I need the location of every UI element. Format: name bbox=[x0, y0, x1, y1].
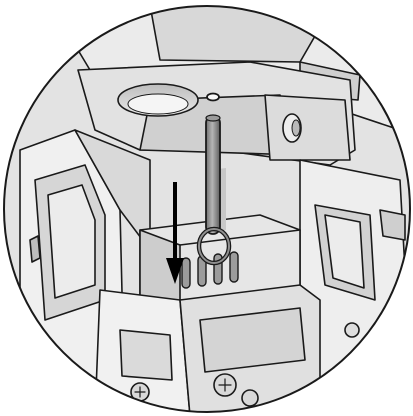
bolt-slot bbox=[134, 386, 146, 398]
rear-housing-face bbox=[149, 6, 331, 63]
bore-hole-inner bbox=[127, 93, 189, 115]
pin-shaft bbox=[205, 115, 221, 235]
slot bbox=[181, 257, 191, 289]
pin-with-pull-ring bbox=[196, 114, 232, 266]
pin-hole bbox=[206, 92, 220, 102]
pin-tip bbox=[205, 114, 221, 122]
left-window-inner bbox=[47, 184, 96, 299]
lower-bracket-face bbox=[199, 307, 306, 373]
slot bbox=[229, 251, 239, 283]
right-window-inner bbox=[324, 214, 365, 289]
bolt-slot bbox=[218, 378, 232, 392]
lower-guide-window bbox=[119, 329, 173, 381]
vertical-slot-row bbox=[181, 251, 239, 289]
lug-boss-hole bbox=[291, 119, 301, 137]
pull-ring-highlight bbox=[198, 228, 230, 264]
right-tab bbox=[379, 209, 406, 241]
slot bbox=[213, 253, 223, 285]
arrow-head bbox=[166, 258, 184, 284]
bolt-heads bbox=[130, 373, 259, 407]
assembly bbox=[19, 6, 410, 412]
side-lug bbox=[264, 94, 351, 161]
bolt-icon bbox=[241, 389, 259, 407]
left-clip bbox=[29, 235, 41, 263]
right-bolt-icon bbox=[344, 322, 360, 338]
down-arrow-icon bbox=[166, 182, 184, 284]
frame-border bbox=[3, 5, 411, 413]
